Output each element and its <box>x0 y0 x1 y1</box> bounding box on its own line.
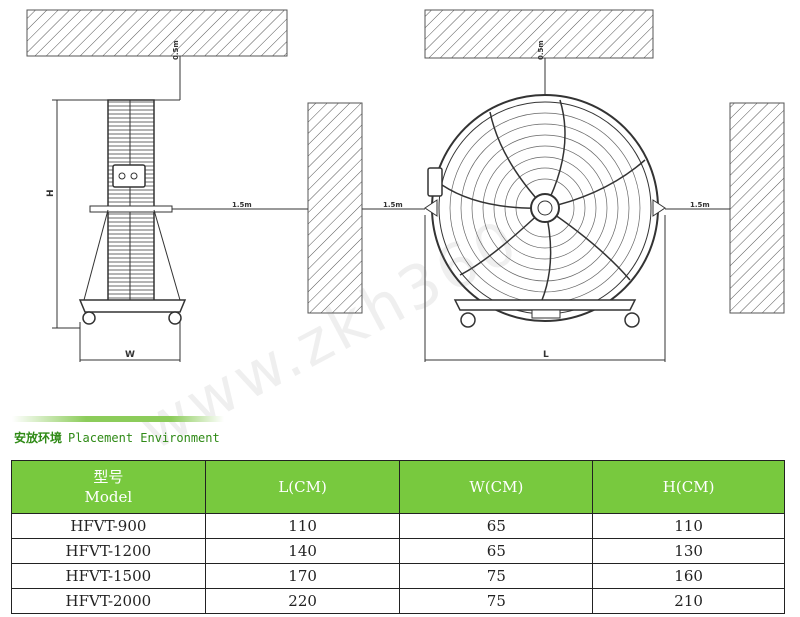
header-height: H(CM) <box>592 460 785 514</box>
cell-height: 160 <box>592 563 785 589</box>
cell-model: HFVT-900 <box>11 513 206 539</box>
placement-diagram: 0.5m 0.5m H W 1.5m 1.5m 1.5m L <box>26 9 785 362</box>
fan-front-view <box>424 94 666 328</box>
ceiling-left-distance-label: 0.5m <box>172 40 180 60</box>
section-title: 安放环境 Placement Environment <box>14 429 220 446</box>
spec-table: 型号 Model L(CM) W(CM) H(CM) HFVT-900 110 … <box>11 460 785 614</box>
header-model: 型号 Model <box>11 460 206 514</box>
cell-width: 75 <box>399 588 594 614</box>
table-row: HFVT-900 110 65 110 <box>11 513 785 539</box>
cell-length: 110 <box>204 513 401 539</box>
ceiling-right-distance-label: 0.5m <box>537 40 545 60</box>
fan-side-view <box>78 99 187 325</box>
table-row: HFVT-1500 170 75 160 <box>11 563 785 589</box>
length-label: L <box>543 350 549 360</box>
height-label: H <box>46 189 56 197</box>
cell-model: HFVT-1200 <box>11 538 206 564</box>
header-model-en: Model <box>84 488 133 506</box>
cell-width: 65 <box>399 538 594 564</box>
header-model-cn: 型号 <box>93 468 124 486</box>
cell-height: 130 <box>592 538 785 564</box>
cell-model: HFVT-1500 <box>11 563 206 589</box>
ceiling-right <box>424 9 654 59</box>
table-row: HFVT-2000 220 75 210 <box>11 588 785 614</box>
side-mid-distance-label: 1.5m <box>383 201 403 209</box>
wall-right <box>729 102 785 314</box>
side-right-distance-label: 1.5m <box>690 201 710 209</box>
section-accent-bar <box>12 416 224 422</box>
table-header-row: 型号 Model L(CM) W(CM) H(CM) <box>11 460 785 514</box>
section-title-cn: 安放环境 <box>14 431 63 445</box>
table-row: HFVT-1200 140 65 130 <box>11 538 785 564</box>
section-title-en: Placement Environment <box>68 431 220 445</box>
cell-height: 210 <box>592 588 785 614</box>
width-label: W <box>125 350 135 360</box>
header-width: W(CM) <box>399 460 594 514</box>
cell-length: 170 <box>204 563 401 589</box>
cell-height: 110 <box>592 513 785 539</box>
side-left-distance-label: 1.5m <box>232 201 252 209</box>
cell-model: HFVT-2000 <box>11 588 206 614</box>
cell-length: 220 <box>204 588 401 614</box>
ceiling-left <box>26 9 288 57</box>
cell-length: 140 <box>204 538 401 564</box>
wall-middle <box>307 102 363 314</box>
header-length: L(CM) <box>204 460 401 514</box>
cell-width: 65 <box>399 513 594 539</box>
cell-width: 75 <box>399 563 594 589</box>
